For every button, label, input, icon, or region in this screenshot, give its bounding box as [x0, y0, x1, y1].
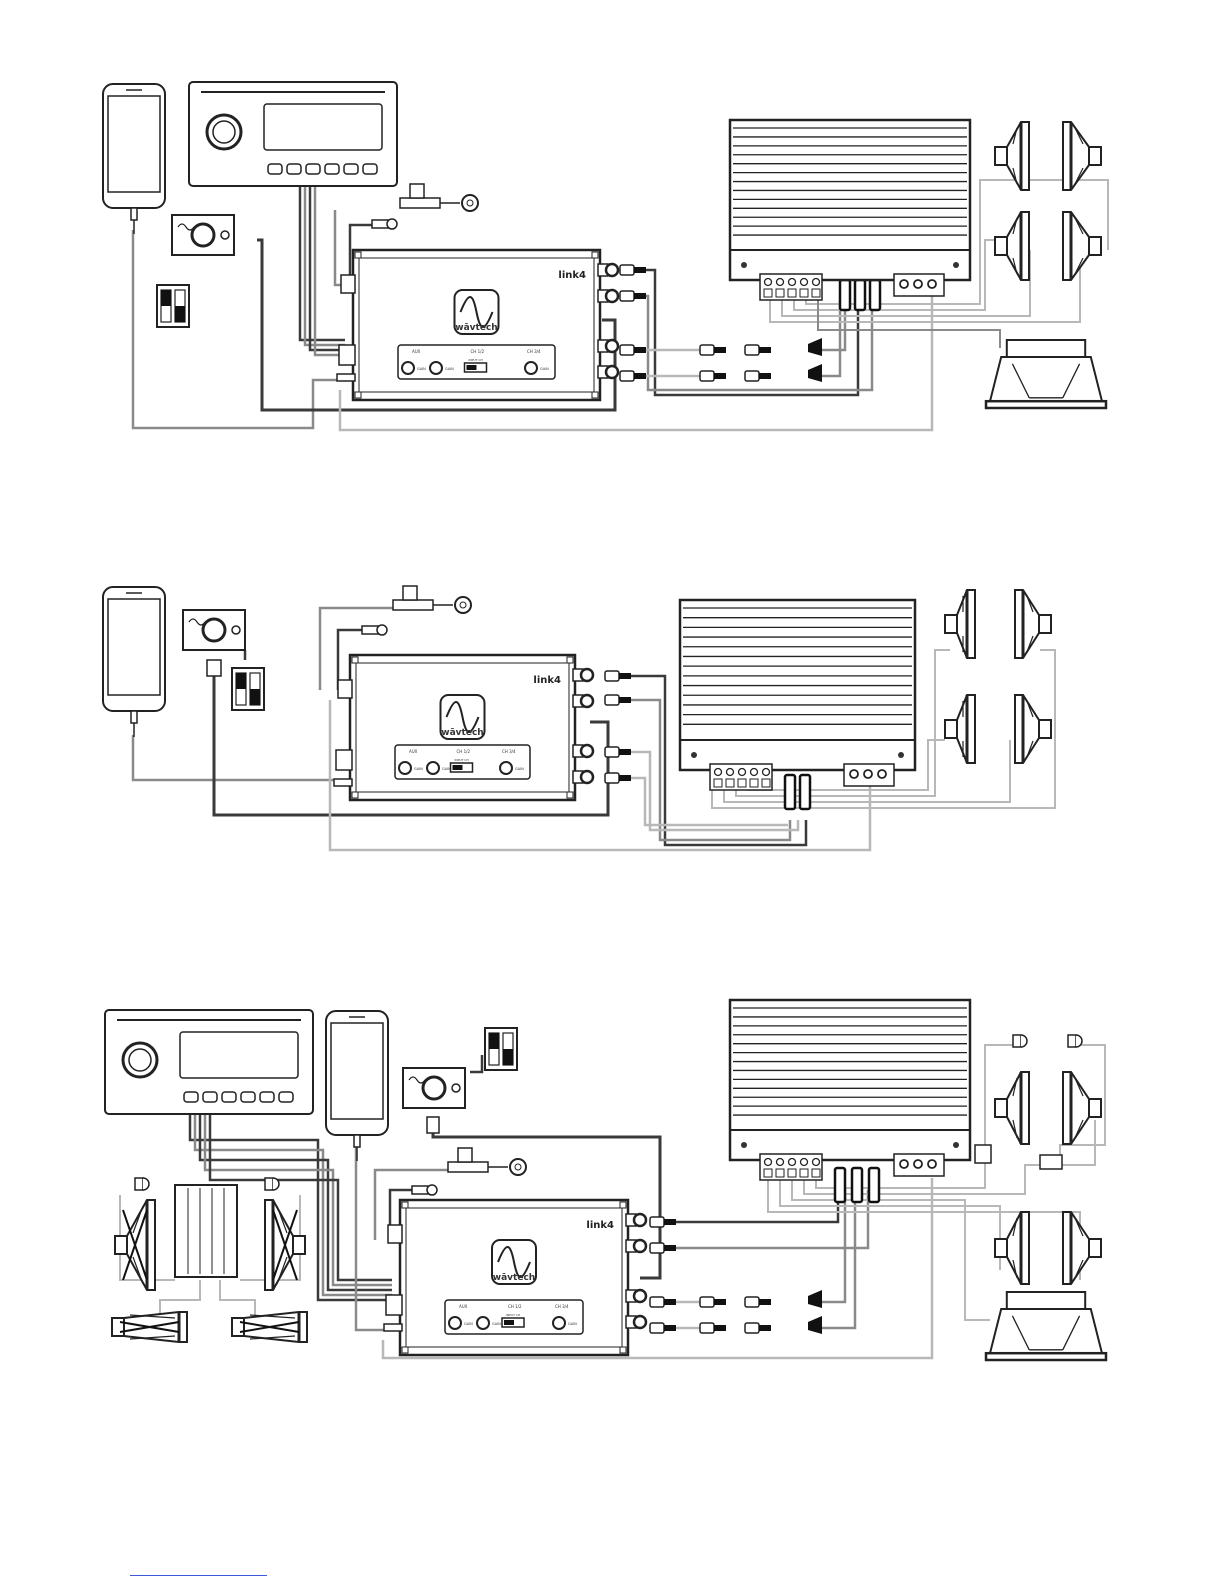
gain-knob[interactable] — [402, 362, 414, 374]
ch34-label: CH 3/4 — [555, 1304, 569, 1309]
fuse-holder-icon — [393, 586, 471, 613]
amplifier-unit — [730, 1000, 970, 1180]
fuse-holder-icon — [400, 184, 478, 211]
gain-knob[interactable] — [399, 762, 411, 774]
subwoofer-icon — [986, 1292, 1106, 1360]
gain-knob[interactable] — [500, 762, 512, 774]
aux-label: AUX — [409, 749, 418, 754]
aux-label: AUX — [459, 1304, 468, 1309]
rj-connector-icon — [427, 1117, 439, 1133]
ground-ring-icon — [412, 1185, 437, 1195]
tweeter-icon — [1068, 1035, 1082, 1047]
ground-ring-icon — [372, 219, 397, 229]
aux-label: AUX — [412, 349, 421, 354]
gain-knob[interactable] — [430, 362, 442, 374]
brand-name: wāvtech — [455, 323, 497, 333]
speaker-icon — [945, 590, 975, 658]
dip-switch-icon — [485, 1028, 517, 1070]
gain-label: GAIN — [515, 767, 524, 771]
input-ch-label: INPUT CH — [469, 358, 483, 362]
rj-connector-icon — [207, 660, 221, 676]
smartphone-icon — [103, 84, 165, 234]
speaker-icon — [1063, 1212, 1101, 1284]
subwoofer-icon — [986, 340, 1106, 408]
remote-gain-knob-icon — [172, 215, 234, 255]
gain-label: GAIN — [445, 367, 454, 371]
brand-name: wāvtech — [441, 728, 483, 738]
ch12-label: CH 1/2 — [471, 349, 485, 354]
brand-name: wāvtech — [493, 1273, 535, 1283]
wire — [133, 735, 348, 780]
ground-ring-icon — [362, 625, 387, 635]
remote-gain-knob-icon — [403, 1068, 465, 1108]
gain-knob[interactable] — [553, 1317, 565, 1329]
ch12-label: CH 1/2 — [508, 1304, 522, 1309]
gain-knob[interactable] — [449, 1317, 461, 1329]
speaker-icon — [1063, 212, 1101, 280]
head-unit-icon — [189, 82, 397, 186]
link4-interface-unit: link4 wāvtechAUX CH 1/2 CH 3/4GAIN GAIN GAIN I… — [384, 1200, 646, 1355]
speaker-icon — [1015, 695, 1051, 763]
crossover-icon — [1040, 1155, 1062, 1169]
smartphone-icon — [326, 1011, 388, 1161]
speaker-icon — [945, 695, 975, 763]
dip-switch-icon — [157, 285, 189, 327]
amplifier-unit — [680, 600, 915, 790]
product-label: link4 — [586, 1220, 614, 1231]
gain-label: GAIN — [492, 1322, 501, 1326]
gain-label: GAIN — [568, 1322, 577, 1326]
ch34-label: CH 3/4 — [502, 749, 516, 754]
smartphone-icon — [103, 587, 165, 737]
tweeter-icon — [265, 1178, 279, 1190]
input-ch-label: INPUT CH — [455, 758, 469, 762]
gain-knob[interactable] — [427, 762, 439, 774]
wire — [820, 300, 840, 376]
link4-interface-unit: link4 wāvtechAUX CH 1/2 CH 3/4GAIN GAIN GAIN I… — [337, 250, 618, 400]
speaker-icon — [995, 212, 1029, 280]
crossover-icon — [975, 1145, 991, 1163]
dip-switch-icon — [232, 668, 264, 710]
gain-knob[interactable] — [525, 362, 537, 374]
product-label: link4 — [533, 675, 561, 686]
fuse-holder-icon — [448, 1148, 526, 1175]
speaker-icon — [995, 1072, 1029, 1144]
wire — [315, 186, 345, 355]
speaker-icon — [1015, 590, 1051, 658]
amplifier-unit — [730, 120, 970, 300]
gain-label: GAIN — [464, 1322, 473, 1326]
factory-amplifier-icon — [175, 1185, 237, 1277]
footer-link-underline[interactable] — [130, 1575, 267, 1576]
wire — [300, 186, 345, 340]
diagram-2 — [133, 608, 1055, 850]
gain-label: GAIN — [417, 367, 426, 371]
remote-gain-knob-icon — [183, 610, 245, 650]
link4-interface-unit: link4wāvtechAUXCH 1/2CH 3/4GAINGAINGAINI… — [334, 655, 593, 800]
input-ch-label: INPUT CH — [506, 1313, 520, 1317]
ch12-label: CH 1/2 — [457, 749, 471, 754]
ch34-label: CH 3/4 — [527, 349, 541, 354]
gain-label: GAIN — [414, 767, 423, 771]
wire — [470, 1055, 482, 1072]
gain-label: GAIN — [540, 367, 549, 371]
head-unit-icon — [105, 1010, 313, 1114]
product-label: link4 — [558, 270, 586, 281]
tweeter-icon — [135, 1178, 149, 1190]
wire — [335, 210, 348, 285]
gain-knob[interactable] — [477, 1317, 489, 1329]
tweeter-icon — [1013, 1035, 1027, 1047]
